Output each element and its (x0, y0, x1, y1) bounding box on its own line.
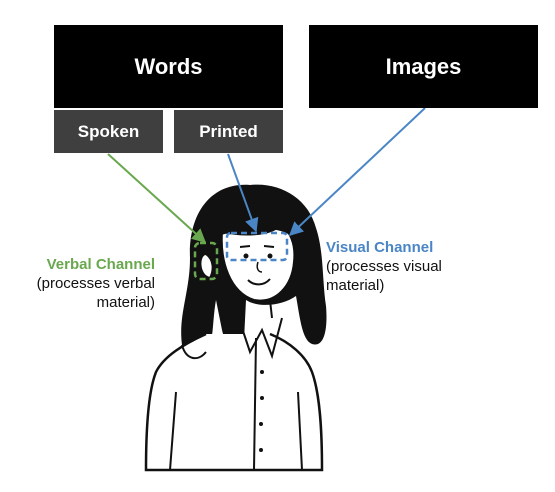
visual-channel-description: (processes visual material) (326, 258, 442, 294)
images-to-eyes-arrow (288, 107, 426, 236)
images-box: Images (309, 25, 538, 108)
neck (241, 295, 273, 319)
printed-to-eyes-arrow (227, 153, 259, 233)
eyes-highlight (225, 231, 289, 262)
collar (237, 315, 283, 360)
shirt (144, 332, 324, 472)
mouth (247, 278, 271, 286)
right-eye (267, 253, 273, 259)
nose (256, 261, 263, 273)
verbal-channel-title: Verbal Channel (46, 256, 155, 273)
verbal-channel-description: (processes verbal material) (36, 275, 155, 311)
right-arm (297, 391, 303, 471)
shirt-placket (253, 337, 257, 471)
visual-channel-title: Visual Channel (326, 239, 434, 256)
printed-box: Printed (174, 110, 283, 153)
left-eye (243, 253, 249, 259)
verbal-channel-label: Verbal Channel (processes verbal materia… (0, 255, 155, 312)
ear-highlight (193, 241, 219, 281)
left-arm (169, 391, 177, 471)
visual-channel-label: Visual Channel (processes visual materia… (326, 238, 486, 295)
spoken-to-ear-arrow (107, 153, 207, 243)
spoken-box: Spoken (54, 110, 163, 153)
words-box: Words (54, 25, 283, 108)
